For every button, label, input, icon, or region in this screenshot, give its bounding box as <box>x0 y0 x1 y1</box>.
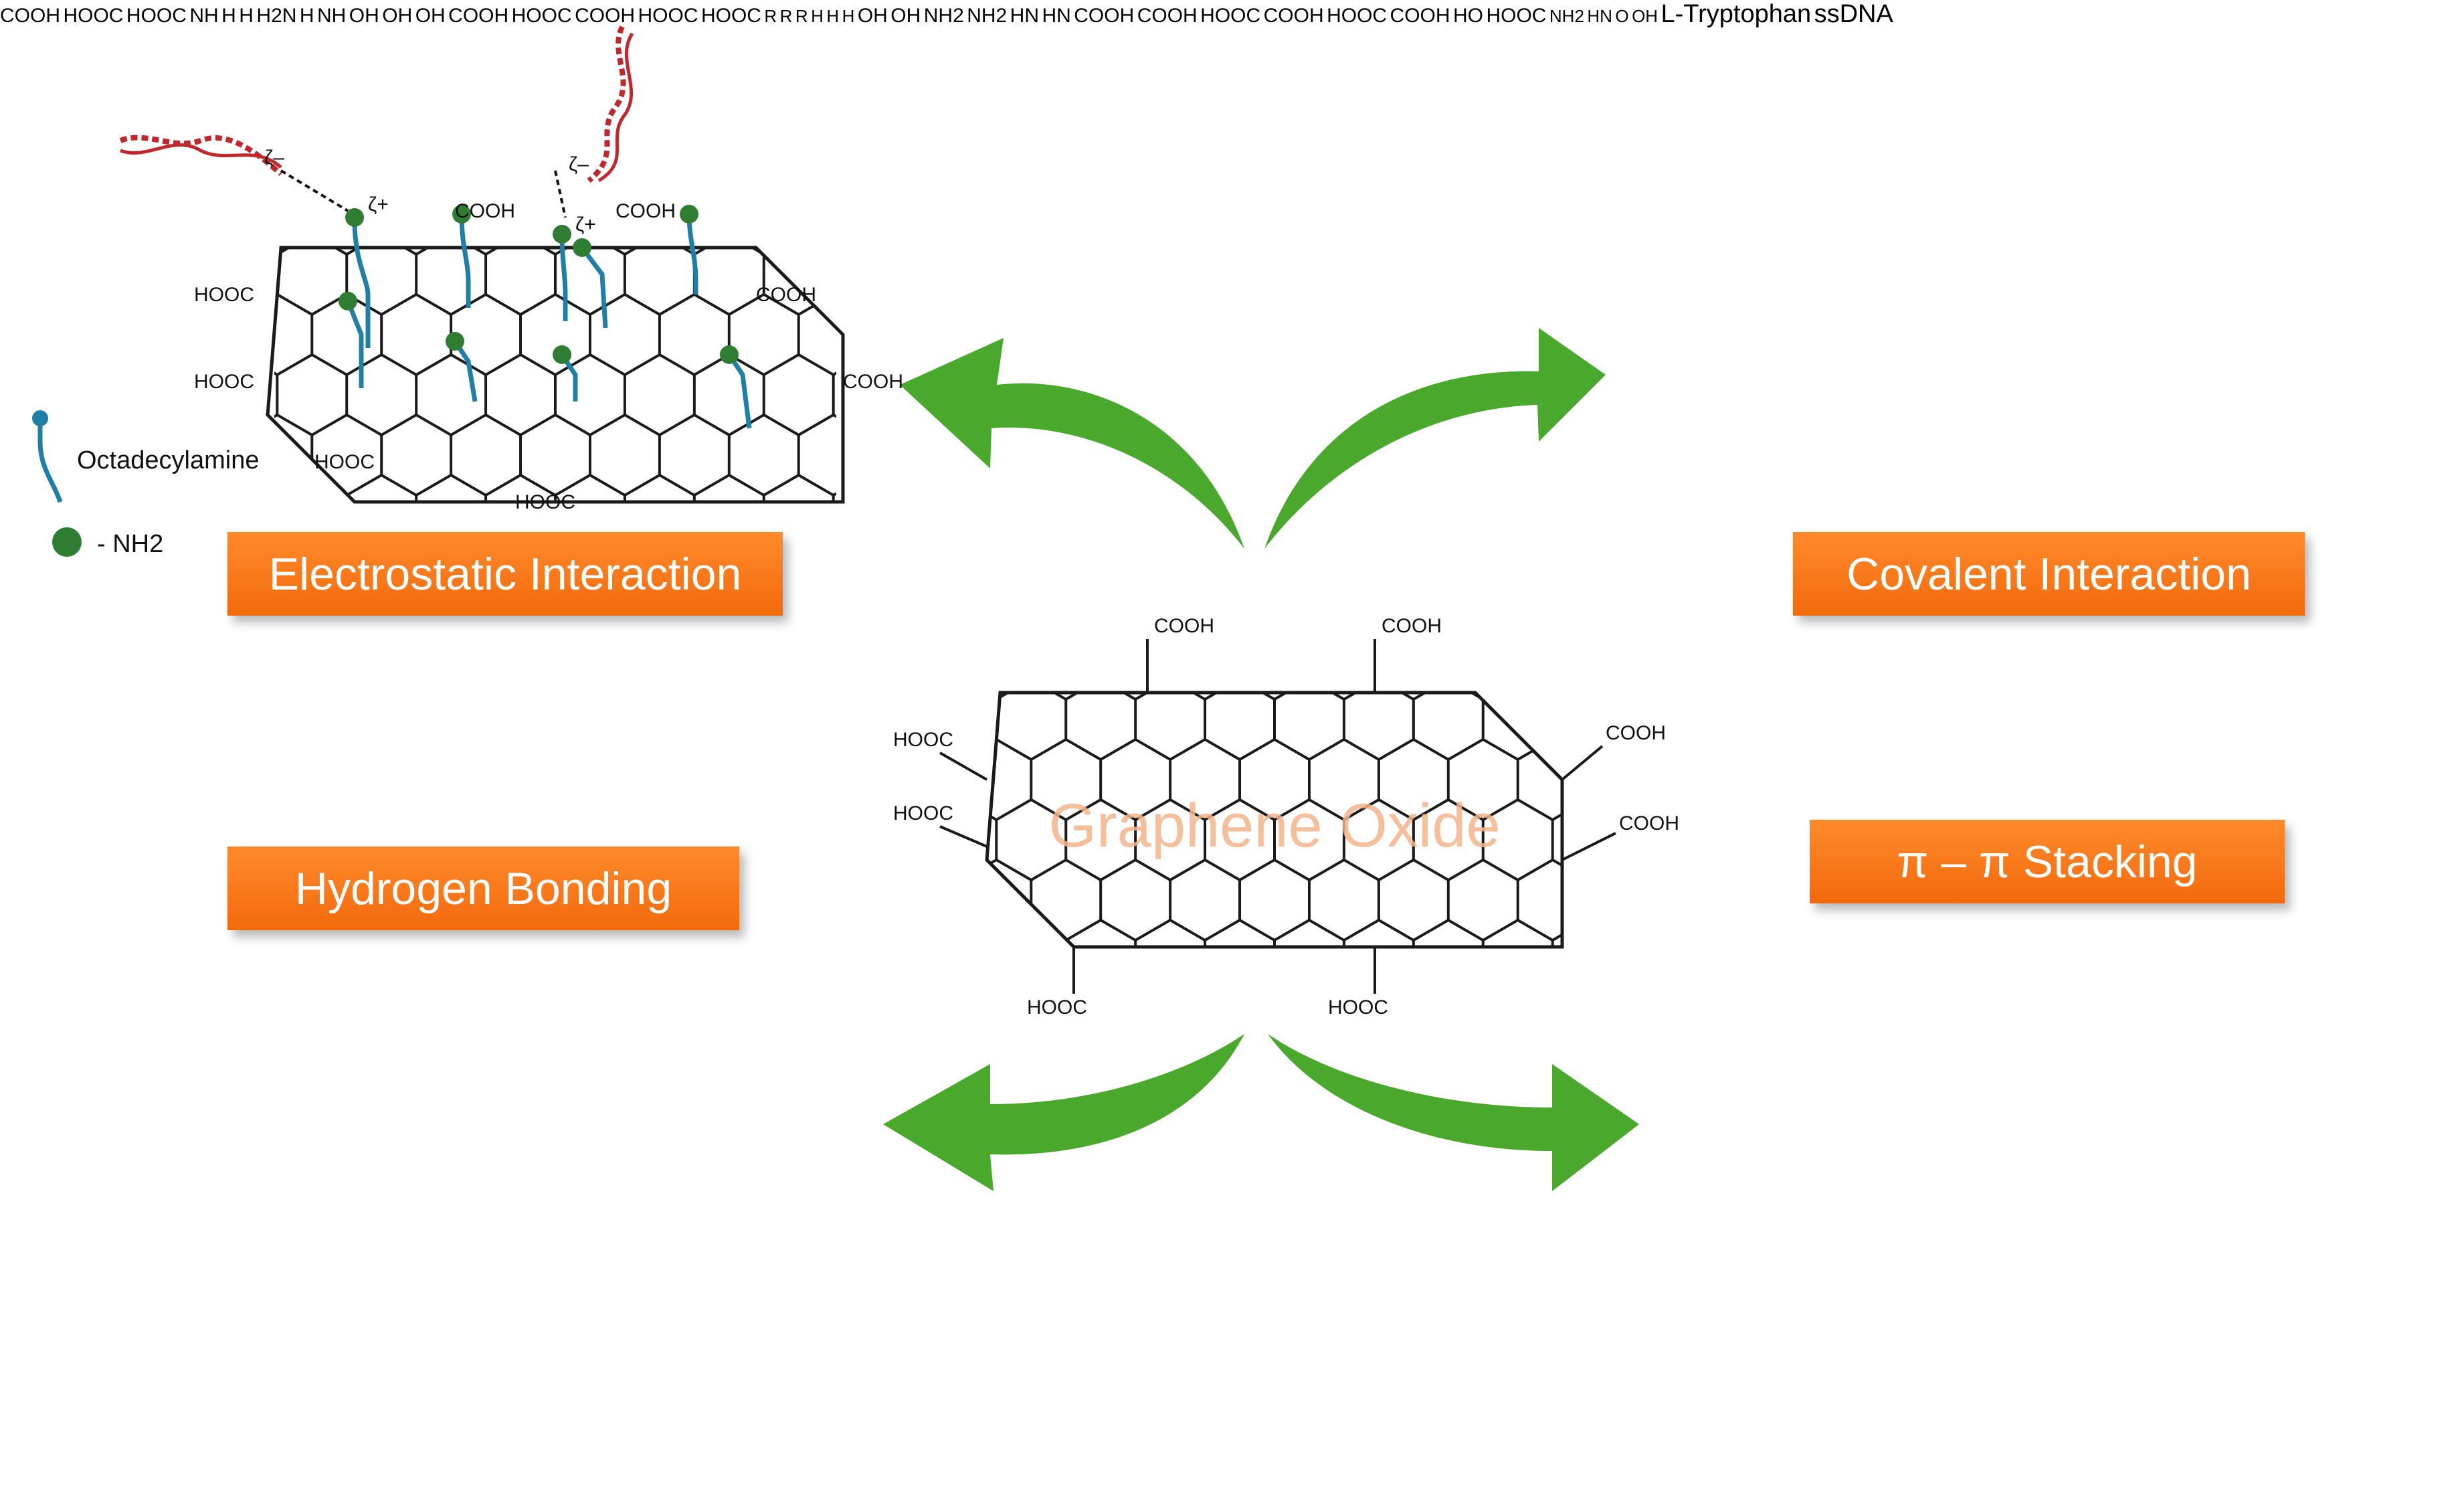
arrow-down-left-icon <box>883 1034 1244 1191</box>
covalent-graphene-sheet: COOH HOOC HOOC NH H H H2N H NH <box>0 5 349 27</box>
center-hooc-bottom: HOOC <box>1328 996 1388 1019</box>
es-hooc-2: HOOC <box>194 371 254 393</box>
pistack-graphene-sheet: OH OH NH2 NH2 HN HN COOH COOH HOOC COOH … <box>858 5 1549 27</box>
amine-dot-icon <box>52 527 82 557</box>
pi-oh-2: OH <box>890 5 921 27</box>
arrow-down-right-icon <box>1268 1034 1639 1191</box>
nh2-legend-label: - NH2 <box>97 530 163 558</box>
hb-oh-1: OH <box>349 5 379 27</box>
hb-cooh-1: COOH <box>448 5 509 27</box>
hb-hooc-1: HOOC <box>511 5 572 27</box>
pistack-label: π – π Stacking <box>1810 820 2285 903</box>
arrow-up-left-icon <box>900 338 1244 549</box>
dna-strand-right: ζ– <box>554 25 634 218</box>
hb-hooc-3: HOOC <box>700 5 761 27</box>
pi-hn-1: HN <box>1010 5 1040 27</box>
hb-h-3: H <box>842 6 855 26</box>
pi-hooc-1: HOOC <box>1200 5 1261 27</box>
pi-cooh-1: COOH <box>1074 5 1135 27</box>
hb-hooc-2: HOOC <box>638 5 698 27</box>
octadecylamine-head-icon <box>32 410 48 426</box>
cov-nh-2: NH <box>317 5 347 27</box>
es-cooh-3: COOH <box>756 284 816 306</box>
es-cooh-2: COOH <box>615 200 676 222</box>
center-cooh-right: COOH <box>1619 812 1679 834</box>
center-graphene-sheet: COOH COOH HOOC COOH HOOC COOH HOOC HOOC … <box>893 615 1679 1019</box>
pi-cooh-4: COOH <box>1390 5 1450 27</box>
center-cooh-right-top: COOH <box>1606 722 1666 744</box>
es-cooh-4: COOH <box>843 371 903 393</box>
hb-cooh-2: COOH <box>575 5 636 27</box>
trp-legend-oh: OH <box>1632 6 1659 26</box>
es-hooc-4: HOOC <box>515 491 575 513</box>
hb-oh-2: OH <box>382 5 413 27</box>
pi-ho: HO <box>1452 5 1483 27</box>
cov-h-1: H <box>221 5 236 27</box>
hydrogen-label: Hydrogen Bonding <box>227 847 739 930</box>
cov-h-3: H <box>299 5 314 27</box>
pi-cooh-3: COOH <box>1263 5 1324 27</box>
center-hooc-bottom-left: HOOC <box>1027 996 1087 1019</box>
ssdna-legend: ssDNA <box>1814 0 1893 28</box>
trp-legend-o: O <box>1615 6 1629 26</box>
pi-nh2-1: NH2 <box>923 5 964 27</box>
hb-r-1: R <box>764 6 777 26</box>
trp-legend-hn: HN <box>1587 6 1612 26</box>
center-cooh-2: COOH <box>1382 615 1442 637</box>
cov-h2n: H2N <box>256 5 297 27</box>
ssdna-label: ssDNA <box>1814 0 1893 28</box>
tryptophan-legend: NH2 HN O OH L-Tryptophan <box>1549 0 1814 28</box>
cov-hooc-2: HOOC <box>126 5 187 27</box>
hbond-graphene-sheet: OH OH OH COOH HOOC COOH HOOC HOOC R R R … <box>349 5 858 27</box>
dna-strand-left: ζ– <box>119 135 349 212</box>
octadecylamine-label: Octadecylamine <box>77 446 259 474</box>
es-hooc-1: HOOC <box>194 284 254 306</box>
ssdna-icon: ssDNA <box>1814 0 1893 28</box>
cov-nh-1: NH <box>189 5 219 27</box>
es-cooh-1: COOH <box>455 200 515 222</box>
pi-nh2-2: NH2 <box>967 5 1008 27</box>
pi-oh-1: OH <box>857 5 888 27</box>
hb-r-3: R <box>795 6 808 26</box>
es-zeta-plus-1: ζ+ <box>368 193 389 215</box>
trp-legend-nh2: NH2 <box>1549 6 1584 26</box>
covalent-label: Covalent Interaction <box>1793 532 2305 616</box>
center-hooc-left: HOOC <box>893 802 953 824</box>
hb-r-2: R <box>779 6 793 26</box>
pi-cooh-2: COOH <box>1137 5 1198 27</box>
pi-hooc-3: HOOC <box>1486 5 1547 27</box>
arrow-up-right-icon <box>1264 328 1606 549</box>
es-zeta-plus-2: ζ+ <box>575 213 596 236</box>
hb-h-1: H <box>811 6 824 26</box>
center-title: Graphene Oxide <box>1048 792 1500 860</box>
cov-cooh-1: COOH <box>0 5 60 27</box>
electrostatic-label: Electrostatic Interaction <box>227 532 783 616</box>
electrostatic-graphene-sheet: COOH COOH HOOC COOH HOOC COOH HOOC HOOC … <box>194 193 903 513</box>
center-hooc-left-top: HOOC <box>893 729 953 751</box>
hb-oh-3: OH <box>415 5 446 27</box>
es-zeta-minus-1: ζ– <box>264 147 284 169</box>
es-zeta-minus-2: ζ– <box>569 153 589 175</box>
cov-h-2: H <box>239 5 254 27</box>
hb-h-2: H <box>826 6 840 26</box>
center-cooh-1: COOH <box>1154 615 1214 637</box>
pi-hooc-2: HOOC <box>1327 5 1388 27</box>
es-hooc-3: HOOC <box>314 451 375 473</box>
octadecylamine-legend: Octadecylamine - NH2 <box>32 410 259 558</box>
cov-hooc-1: HOOC <box>63 5 124 27</box>
pi-hn-2: HN <box>1042 5 1071 27</box>
tryptophan-label: L-Tryptophan <box>1661 0 1812 28</box>
